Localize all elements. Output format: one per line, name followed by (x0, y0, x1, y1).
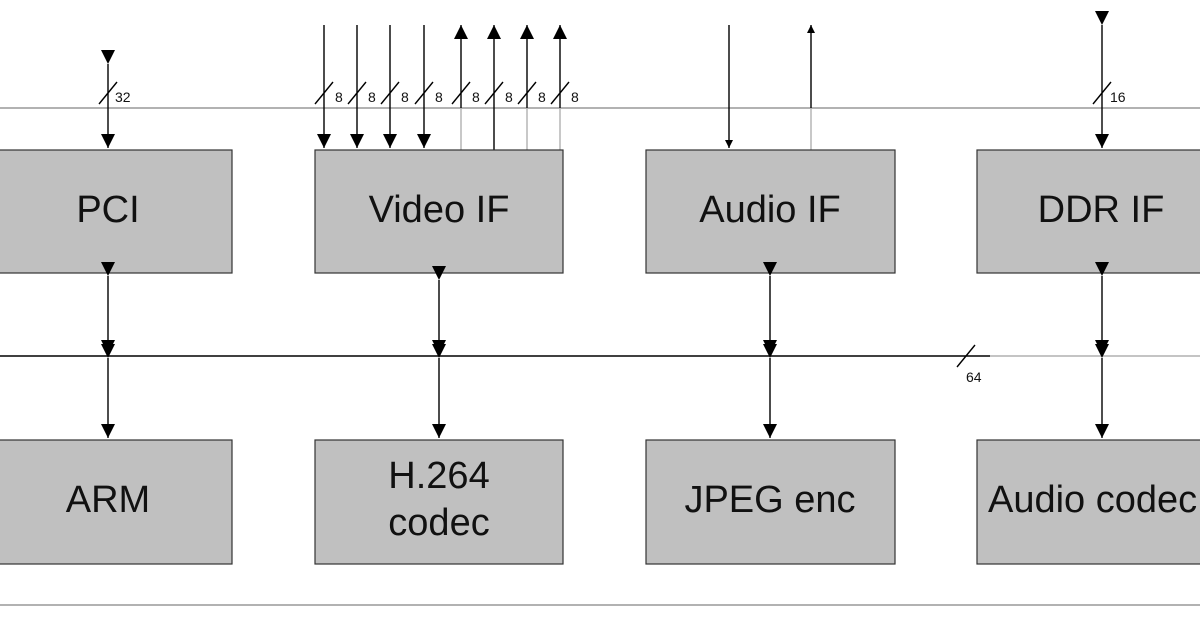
h264-block-label-line2: codec (388, 502, 489, 544)
pci-width-tick (98, 81, 118, 105)
audio-if-block-label: Audio IF (699, 189, 841, 231)
pci-width-label: 32 (115, 89, 131, 105)
audio-codec-block (976, 439, 1200, 565)
video-width-tick-4 (414, 81, 434, 105)
video-in-width-label-3: 8 (401, 89, 409, 105)
h264-block-label-line1: H.264 (388, 455, 489, 497)
ddr-width-label: 16 (1110, 89, 1126, 105)
video-if-block (314, 149, 564, 274)
video-out-width-label-1: 8 (472, 89, 480, 105)
video-width-tick-7 (517, 81, 537, 105)
video-width-tick-8 (550, 81, 570, 105)
audio-codec-block-label: Audio codec (988, 479, 1197, 521)
video-in-width-label-1: 8 (335, 89, 343, 105)
ddr-width-tick (1092, 81, 1112, 105)
video-out-width-label-4: 8 (571, 89, 579, 105)
system-bus-width-label: 64 (966, 369, 982, 385)
video-width-tick-3 (380, 81, 400, 105)
jpeg-enc-block-label: JPEG enc (684, 479, 855, 521)
ddr-if-block-label: DDR IF (1038, 189, 1165, 231)
video-in-width-label-4: 8 (435, 89, 443, 105)
arm-block (0, 439, 233, 565)
video-width-tick-6 (484, 81, 504, 105)
video-in-width-label-2: 8 (368, 89, 376, 105)
audio-if-block (645, 149, 896, 274)
video-out-width-label-2: 8 (505, 89, 513, 105)
video-width-tick-5 (451, 81, 471, 105)
pci-block (0, 149, 233, 274)
ddr-if-block (976, 149, 1200, 274)
video-width-tick-2 (347, 81, 367, 105)
h264-block (314, 439, 564, 565)
video-if-block-label: Video IF (369, 189, 510, 231)
video-out-width-label-3: 8 (538, 89, 546, 105)
system-bus-width-tick (956, 344, 976, 368)
pci-block-label: PCI (76, 189, 139, 231)
video-width-tick-1 (314, 81, 334, 105)
jpeg-enc-block (645, 439, 896, 565)
arm-block-label: ARM (66, 479, 150, 521)
